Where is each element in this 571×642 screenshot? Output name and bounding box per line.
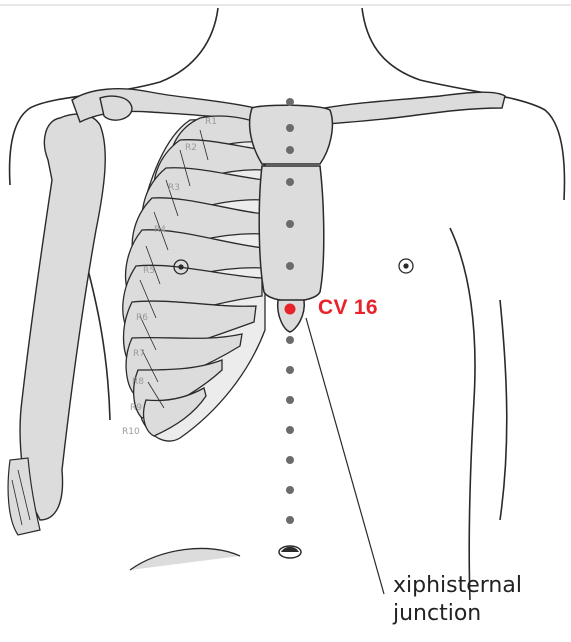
meridian-point-dot [286, 178, 294, 186]
meridian-point-dot [286, 396, 294, 404]
rib-cage [123, 116, 265, 441]
landmark-leader-line [306, 318, 384, 594]
rib-label: R5 [143, 266, 155, 276]
rib-label: R7 [133, 349, 145, 359]
meridian-point-dot [286, 124, 294, 132]
hip-outline [130, 548, 240, 570]
cv16-point-marker [285, 304, 296, 315]
meridian-point-dot [286, 98, 294, 106]
meridian-point-dot [286, 262, 294, 270]
callout-line-2: junction [393, 600, 522, 628]
meridian-point-dot [286, 220, 294, 228]
meridian-point-dot [286, 486, 294, 494]
meridian-point-dot [286, 366, 294, 374]
meridian-point-dot [286, 146, 294, 154]
rib-label: R3 [168, 183, 180, 193]
rib-label: R1 [205, 117, 217, 127]
rib-label: R9 [130, 403, 142, 413]
rib-label: R10 [122, 427, 140, 437]
rib-label: R4 [154, 225, 166, 235]
callout-line-1: xiphisternal [393, 572, 522, 600]
meridian-point-dot [286, 456, 294, 464]
nipple-right-center-icon [404, 264, 408, 268]
meridian-point-dot [286, 336, 294, 344]
xiphisternal-junction-label: xiphisternal junction [393, 572, 522, 628]
rib-label: R2 [185, 143, 197, 153]
humerus-bone [8, 114, 105, 535]
meridian-point-dot [286, 426, 294, 434]
rib-label: R8 [132, 377, 144, 387]
nipple-left-center-icon [179, 265, 183, 269]
cv16-label: CV 16 [318, 296, 378, 320]
rib-label: R6 [136, 313, 148, 323]
meridian-point-dot [286, 516, 294, 524]
navel-icon [279, 546, 301, 558]
